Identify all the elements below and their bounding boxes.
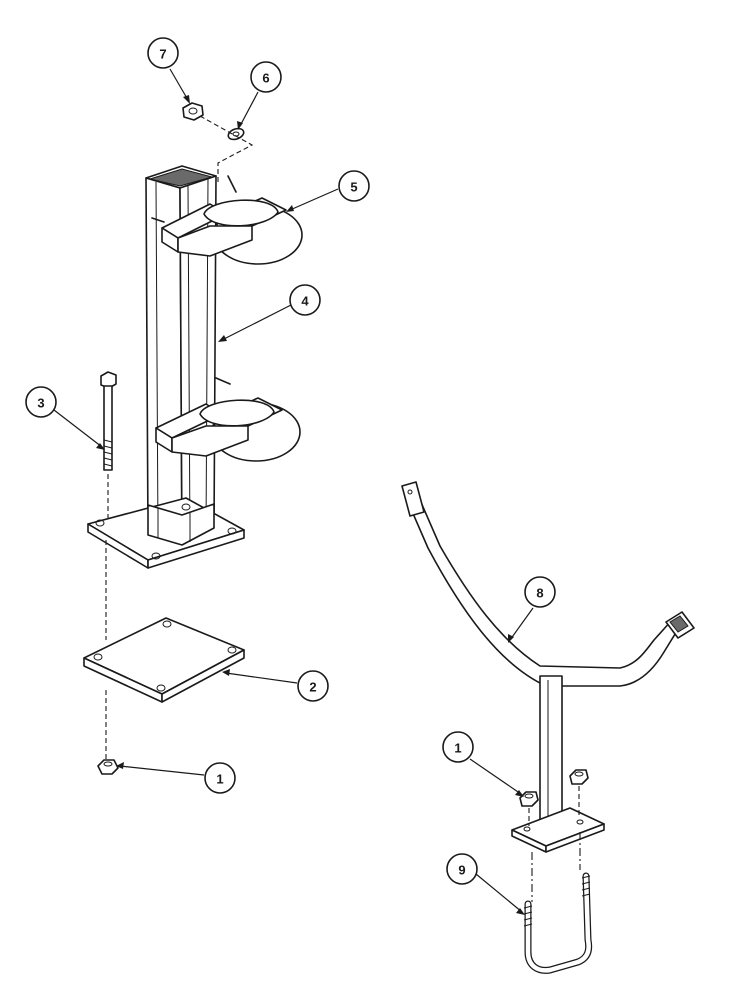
callout-4: 4: [289, 284, 321, 316]
callout-1-left: 1: [204, 762, 236, 794]
callout-5: 5: [338, 170, 370, 202]
callout-5-label: 5: [350, 180, 357, 195]
callout-4-label: 4: [301, 294, 309, 309]
part-1-nuts-right: [519, 769, 589, 826]
assembly-line-upper: [199, 115, 254, 182]
callout-7: 7: [147, 37, 179, 69]
callout-8-label: 8: [536, 586, 543, 601]
part-5-upper-clamp: [151, 175, 303, 265]
callout-6: 6: [250, 61, 282, 93]
callout-9-label: 9: [458, 863, 465, 878]
callout-1-left-label: 1: [216, 772, 223, 787]
post-base-plate: [87, 497, 245, 569]
callout-6-label: 6: [262, 71, 269, 86]
callout-2-label: 2: [309, 680, 316, 695]
callout-1-right: 1: [442, 731, 474, 763]
callout-8: 8: [524, 576, 556, 608]
callout-7-label: 7: [159, 47, 166, 62]
callout-9: 9: [446, 853, 478, 885]
callout-3: 3: [25, 386, 57, 418]
part-1-nut-left: [97, 759, 119, 775]
part-7-hex-nut: [182, 102, 204, 121]
assembly-line-bolt: [105, 474, 109, 762]
part-2-spacer-plate: [83, 617, 245, 703]
part-8-y-bracket: [401, 481, 695, 853]
callout-3-label: 3: [37, 396, 44, 411]
part-5-lower-clamp: [155, 377, 301, 462]
part-9-u-bolt: [523, 832, 593, 974]
callout-2: 2: [297, 670, 329, 702]
part-3-hex-bolt: [100, 371, 117, 471]
callout-1-right-label: 1: [454, 741, 461, 756]
leader-lines: [53, 68, 534, 915]
